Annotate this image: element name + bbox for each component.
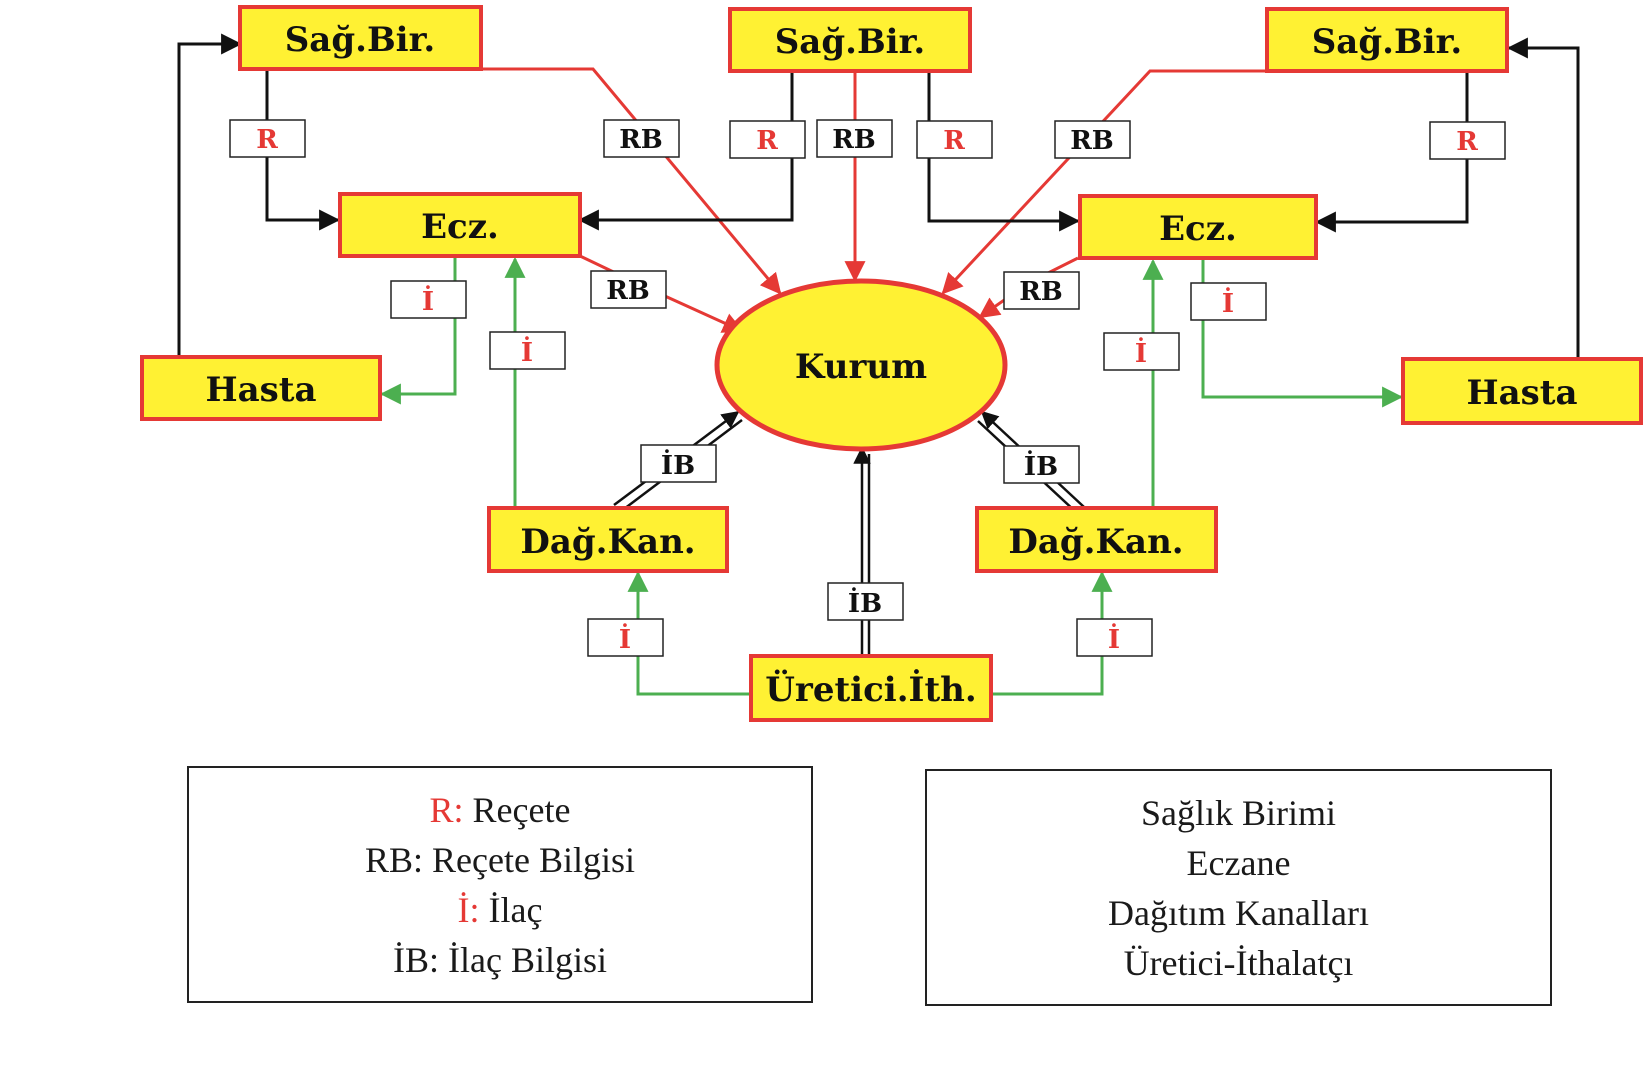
label-i-1: İ: [390, 280, 467, 319]
label-i-text: İ: [1222, 287, 1234, 319]
label-ib-text: İB: [848, 587, 882, 619]
label-rb-text: RB: [606, 276, 650, 306]
label-ib-text: İB: [661, 449, 695, 481]
legend-term-row: Sağlık Birimi: [1140, 792, 1336, 833]
node-sagbir-3: Sağ.Bir.: [1265, 7, 1509, 73]
label-rb-text: RB: [1019, 277, 1063, 307]
node-uretici: Üretici.İth.: [749, 654, 993, 722]
edge-hasta1-sagbir1: [177, 33, 243, 357]
label-r-4: R: [1429, 121, 1506, 160]
label-i-6: İ: [1076, 618, 1153, 657]
node-ecz-label: Ecz.: [421, 207, 499, 247]
label-i-text: İ: [422, 285, 434, 317]
node-ecz-1: Ecz.: [338, 192, 582, 258]
node-kurum-label: Kurum: [795, 347, 927, 387]
node-hasta-2: Hasta: [1401, 357, 1643, 425]
label-rb-3: RB: [1054, 120, 1131, 159]
label-ib-2: İB: [1003, 445, 1080, 484]
nodes: Sağ.Bir. Sağ.Bir. Sağ.Bir. Ecz. Ecz. Has…: [140, 5, 1643, 722]
label-i-text: İ: [521, 336, 533, 368]
label-i-2: İ: [489, 331, 566, 370]
node-ecz-label: Ecz.: [1159, 209, 1237, 249]
node-hasta-label: Hasta: [1466, 373, 1577, 413]
legend-abbrev-key: İ:: [457, 889, 480, 930]
label-r-text: R: [256, 125, 278, 155]
node-kurum: Kurum: [714, 278, 1008, 452]
label-i-text: İ: [1108, 623, 1120, 655]
label-rb-1: RB: [603, 119, 680, 158]
edge-labels: R R R R RB RB RB RB RB İ İ İ İ İ İ: [229, 119, 1506, 657]
node-sagbir-label: Sağ.Bir.: [285, 20, 435, 60]
legend-term-row: Üretici-İthalatçı: [1123, 942, 1354, 983]
label-r-text: R: [756, 126, 778, 156]
label-ib-text: İB: [1024, 450, 1058, 482]
label-r-2: R: [729, 120, 806, 159]
legend-abbrev-row: İB: İlaç Bilgisi: [189, 935, 811, 985]
legend-abbrev-row: RB: Reçete Bilgisi: [189, 835, 811, 885]
node-sagbir-label: Sağ.Bir.: [775, 22, 925, 62]
label-ib-3: İB: [827, 582, 904, 621]
legend-abbrev-text: İlaç Bilgisi: [439, 939, 607, 980]
legend-abbrev-text: İlaç: [479, 889, 543, 930]
label-rb-5: RB: [1003, 271, 1080, 310]
label-rb-2: RB: [816, 119, 893, 158]
label-i-5: İ: [587, 618, 664, 657]
label-rb-text: RB: [832, 125, 876, 155]
node-hasta-label: Hasta: [205, 370, 316, 410]
node-sagbir-label: Sağ.Bir.: [1312, 22, 1462, 62]
legend-abbrev-row: R: Reçete: [189, 785, 811, 835]
node-dagkan-2: Dağ.Kan.: [975, 506, 1218, 573]
node-sagbir-1: Sağ.Bir.: [238, 5, 483, 71]
node-dagkan-1: Dağ.Kan.: [487, 506, 729, 573]
node-sagbir-2: Sağ.Bir.: [728, 7, 972, 73]
legend-term-row: Eczane: [1186, 842, 1291, 883]
legend-abbrev-key: R:: [429, 789, 464, 830]
label-i-text: İ: [619, 623, 631, 655]
legend-abbrev-key: İB:: [393, 939, 440, 980]
edge-i-uretici-dagkan2: [991, 570, 1113, 696]
edge-hasta2-sagbir3: [1506, 37, 1580, 359]
label-r-text: R: [943, 126, 965, 156]
label-rb-text: RB: [1070, 126, 1114, 156]
node-uretici-label: Üretici.İth.: [765, 669, 976, 710]
label-r-3: R: [916, 120, 993, 159]
node-dagkan-label: Dağ.Kan.: [520, 522, 695, 562]
edge-rb-sagbir1-kurum: [478, 67, 782, 295]
node-hasta-1: Hasta: [140, 355, 382, 421]
label-rb-4: RB: [590, 270, 667, 309]
legend-abbrev-text: Reçete Bilgisi: [423, 839, 635, 880]
label-rb-text: RB: [619, 125, 663, 155]
legend-abbrev-row: İ: İlaç: [189, 885, 811, 935]
node-ecz-2: Ecz.: [1078, 194, 1318, 260]
edge-i-ecz2-hasta2: [1201, 258, 1404, 408]
label-r-1: R: [229, 119, 306, 158]
edge-i-uretici-dagkan1: [627, 570, 751, 696]
legend-abbrev-key: RB:: [365, 839, 424, 880]
label-i-text: İ: [1135, 337, 1147, 369]
label-i-4: İ: [1190, 282, 1267, 321]
edge-i-ecz1-hasta1: [379, 256, 457, 405]
node-dagkan-label: Dağ.Kan.: [1008, 522, 1183, 562]
label-ib-1: İB: [640, 444, 717, 483]
edge-rb-sagbir3-kurum: [941, 69, 1267, 295]
label-i-3: İ: [1103, 332, 1180, 371]
legend-abbrev-text: Reçete: [463, 789, 571, 830]
legend-term-row: Dağıtım Kanalları: [1108, 892, 1369, 933]
label-r-text: R: [1456, 127, 1478, 157]
